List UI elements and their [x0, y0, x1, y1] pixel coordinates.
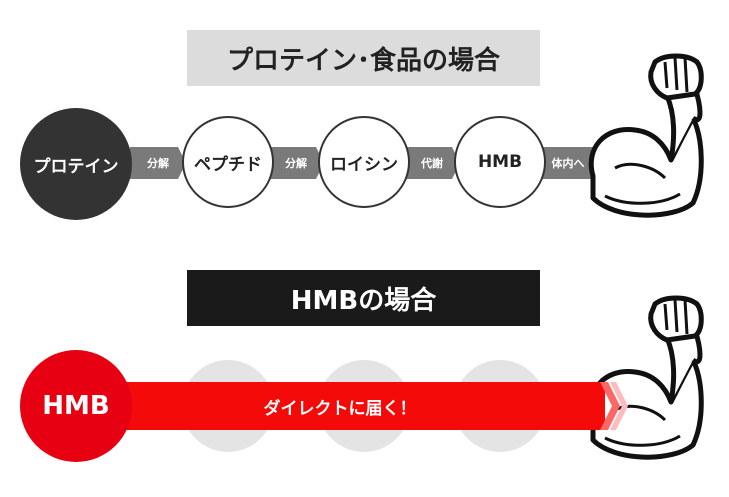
arrow-shape: [130, 147, 186, 179]
step-circle-peptide: ペプチド: [182, 116, 274, 208]
step-label: プロテイン: [33, 156, 119, 177]
hmb-start-label: HMB: [42, 391, 110, 421]
arrow-shape: [404, 147, 460, 179]
arrow-shape: [268, 147, 324, 179]
arrow-label-4: 体内へ: [551, 157, 585, 170]
bar-tip-chevrons: [600, 382, 628, 430]
arrow-label-2: 分解: [285, 157, 307, 170]
step-circle-leucine: ロイシン: [318, 116, 410, 208]
step-label: ロイシン: [330, 154, 398, 175]
flexed-arm-icon: [588, 53, 704, 218]
step-label: ペプチド: [194, 154, 262, 175]
arrow-label-3: 代謝: [421, 157, 443, 170]
direct-delivery-label: ダイレクトに届く！: [263, 398, 417, 419]
section2-title: HMBの場合: [187, 270, 540, 326]
step-label: HMB: [477, 152, 523, 172]
step-circle-hmb: HMB: [454, 116, 546, 208]
section1-title: プロテイン･食品の場合: [187, 30, 540, 86]
flexed-arm-icon: [588, 295, 704, 460]
arrow-label-1: 分解: [147, 157, 169, 170]
direct-delivery-bar: ダイレクトに届く！: [75, 382, 605, 430]
hmb-start-circle: HMB: [20, 350, 132, 462]
step-circle-protein: プロテイン: [20, 108, 132, 220]
